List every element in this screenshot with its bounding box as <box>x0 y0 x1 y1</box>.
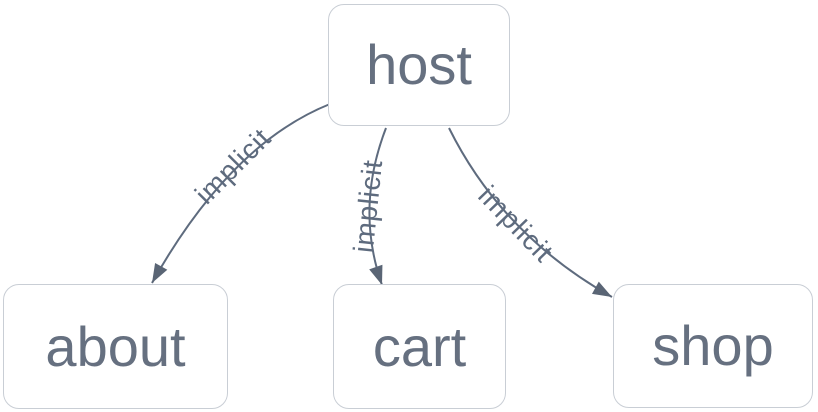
edge-label-host-shop: implicit <box>472 180 559 269</box>
node-about[interactable]: about <box>3 284 228 409</box>
node-host[interactable]: host <box>328 4 510 126</box>
edge-host-about <box>151 103 331 284</box>
node-about-label: about <box>45 314 186 378</box>
edge-host-shop <box>448 127 613 298</box>
arrowhead-shop <box>591 281 612 297</box>
edge-label-host-about: implicit <box>189 122 277 210</box>
node-cart[interactable]: cart <box>333 284 506 409</box>
node-shop[interactable]: shop <box>613 284 813 408</box>
node-cart-label: cart <box>372 314 467 378</box>
edge-label-host-cart: implicit <box>348 158 389 254</box>
node-host-label: host <box>366 33 472 96</box>
node-shop-label: shop <box>652 314 774 377</box>
arrowhead-cart <box>369 264 383 285</box>
arrowhead-about <box>152 262 168 283</box>
